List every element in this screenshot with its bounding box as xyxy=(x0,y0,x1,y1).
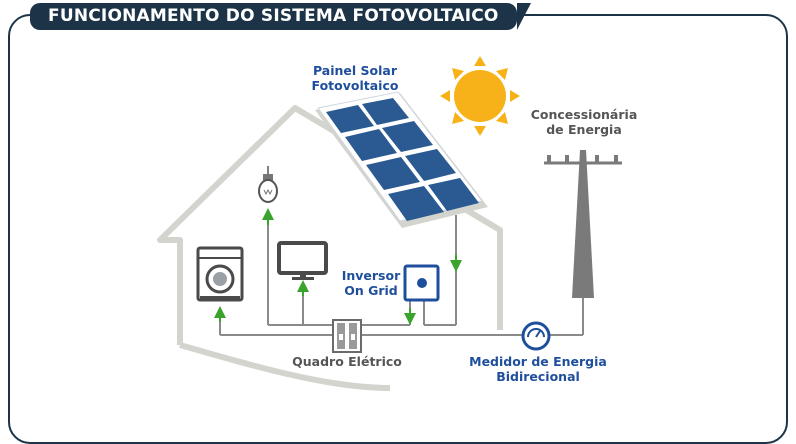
washing-machine-icon xyxy=(196,246,244,302)
utility-label-line1: Concessionária xyxy=(531,107,638,122)
solar-panel xyxy=(315,91,488,228)
meter-label-line1: Medidor de Energia xyxy=(469,354,607,369)
house-outline xyxy=(157,105,503,391)
pv-system-diagram: Painel Solar Fotovoltaico Concessionária… xyxy=(157,56,637,391)
diagram-stage: FUNCIONAMENTO DO SISTEMA FOTOVOLTAICO xyxy=(8,3,788,444)
breaker-panel-icon xyxy=(332,319,362,353)
solar-cells xyxy=(326,98,479,221)
labels: Painel Solar Fotovoltaico Concessionária… xyxy=(292,63,637,384)
energy-flow-arrows xyxy=(214,208,462,325)
energy-meter-icon xyxy=(521,321,551,351)
tv-icon xyxy=(277,241,328,280)
meter-label-line2: Bidirecional xyxy=(496,369,580,384)
utility-pole-icon xyxy=(544,150,622,298)
inverter-label-line1: Inversor xyxy=(342,268,401,283)
wiring xyxy=(219,210,584,336)
breaker-panel-label: Quadro Elétrico xyxy=(292,354,402,369)
sun-icon xyxy=(440,56,520,136)
panel-label-line2: Fotovoltaico xyxy=(312,78,399,93)
page-title: FUNCIONAMENTO DO SISTEMA FOTOVOLTAICO xyxy=(30,3,531,30)
utility-label-line2: de Energia xyxy=(546,122,622,137)
light-bulb-icon xyxy=(258,166,278,203)
panel-label-line1: Painel Solar xyxy=(313,63,398,78)
inverter-label-line2: On Grid xyxy=(344,283,398,298)
inverter-icon xyxy=(403,264,440,302)
